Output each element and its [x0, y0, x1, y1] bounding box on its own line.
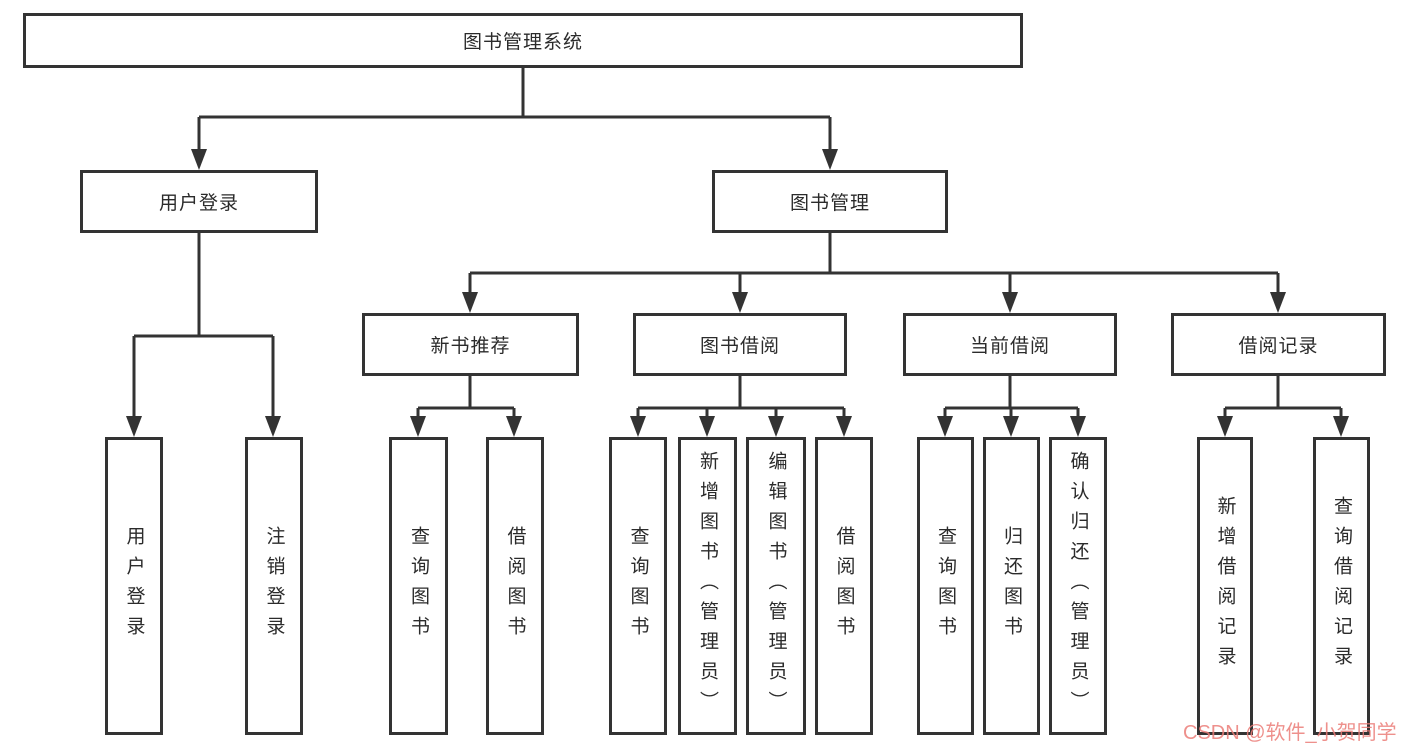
node-library-system: 图书管理系统: [23, 13, 1023, 68]
node-borrow-records: 借阅记录: [1171, 313, 1386, 376]
leaf-add-borrow-record: 新增借阅记录: [1197, 437, 1253, 735]
node-book-management: 图书管理: [712, 170, 948, 233]
leaf-user-login: 用户登录: [105, 437, 163, 735]
leaf-borrow-books-recommend: 借阅图书: [486, 437, 544, 735]
leaf-logout: 注销登录: [245, 437, 303, 735]
node-current-borrow: 当前借阅: [903, 313, 1117, 376]
leaf-add-book-admin: 新增图书（管理员）: [678, 437, 737, 735]
leaf-return-book: 归还图书: [983, 437, 1040, 735]
leaf-edit-book-admin: 编辑图书（管理员）: [746, 437, 806, 735]
leaf-query-borrow-record: 查询借阅记录: [1313, 437, 1370, 735]
node-new-book-recommend: 新书推荐: [362, 313, 579, 376]
leaf-query-books-borrow: 查询图书: [609, 437, 667, 735]
leaf-borrow-books: 借阅图书: [815, 437, 873, 735]
node-book-borrow: 图书借阅: [633, 313, 847, 376]
leaf-query-books-recommend: 查询图书: [389, 437, 448, 735]
watermark: CSDN @软件_小贺同学: [1183, 722, 1397, 744]
leaf-confirm-return-admin: 确认归还（管理员）: [1049, 437, 1107, 735]
node-user-login: 用户登录: [80, 170, 318, 233]
leaf-query-books-current: 查询图书: [917, 437, 974, 735]
